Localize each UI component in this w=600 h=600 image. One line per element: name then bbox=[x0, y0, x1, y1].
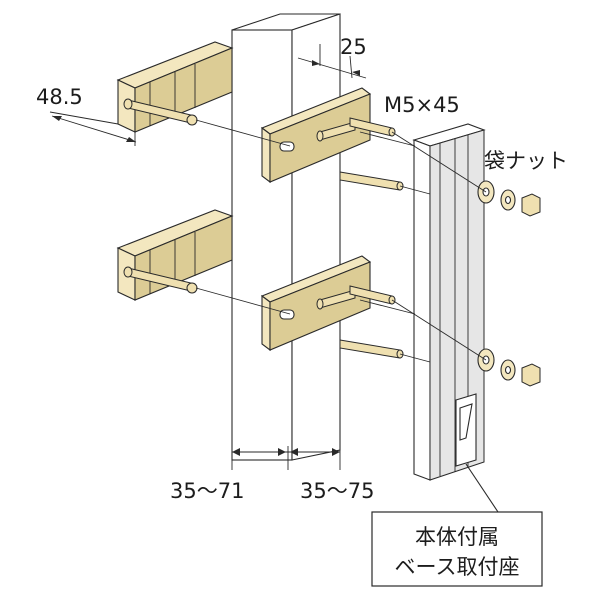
dimension-25 bbox=[297, 44, 367, 79]
dim-label-48-5: 48.5 bbox=[36, 85, 83, 109]
dim-label-25: 25 bbox=[340, 35, 367, 59]
rear-bracket-top bbox=[116, 41, 234, 133]
base-seat-leader bbox=[465, 463, 501, 516]
fastener-set-bottom bbox=[477, 348, 541, 387]
range-left-label: 35～71 bbox=[170, 479, 244, 503]
cap-nut-label: 袋ナット bbox=[484, 149, 568, 173]
bolt-spec-label: M5×45 bbox=[384, 93, 460, 117]
dimension-range bbox=[232, 446, 340, 470]
base-seat-label-line2: ベース取付座 bbox=[395, 555, 520, 579]
fastener-set-top bbox=[477, 180, 541, 217]
front-plate-top bbox=[260, 87, 404, 191]
square-post bbox=[231, 13, 341, 470]
assembly-guide-lines bbox=[195, 119, 487, 363]
rear-bracket-bottom bbox=[116, 209, 234, 301]
range-right-label: 35～75 bbox=[300, 479, 374, 503]
main-body-rail bbox=[412, 123, 486, 481]
base-seat-label-line1: 本体付属 bbox=[415, 525, 499, 549]
front-plate-bottom bbox=[260, 255, 404, 359]
dimension-48-5 bbox=[49, 111, 137, 146]
base-seat-callout-box bbox=[371, 511, 543, 587]
